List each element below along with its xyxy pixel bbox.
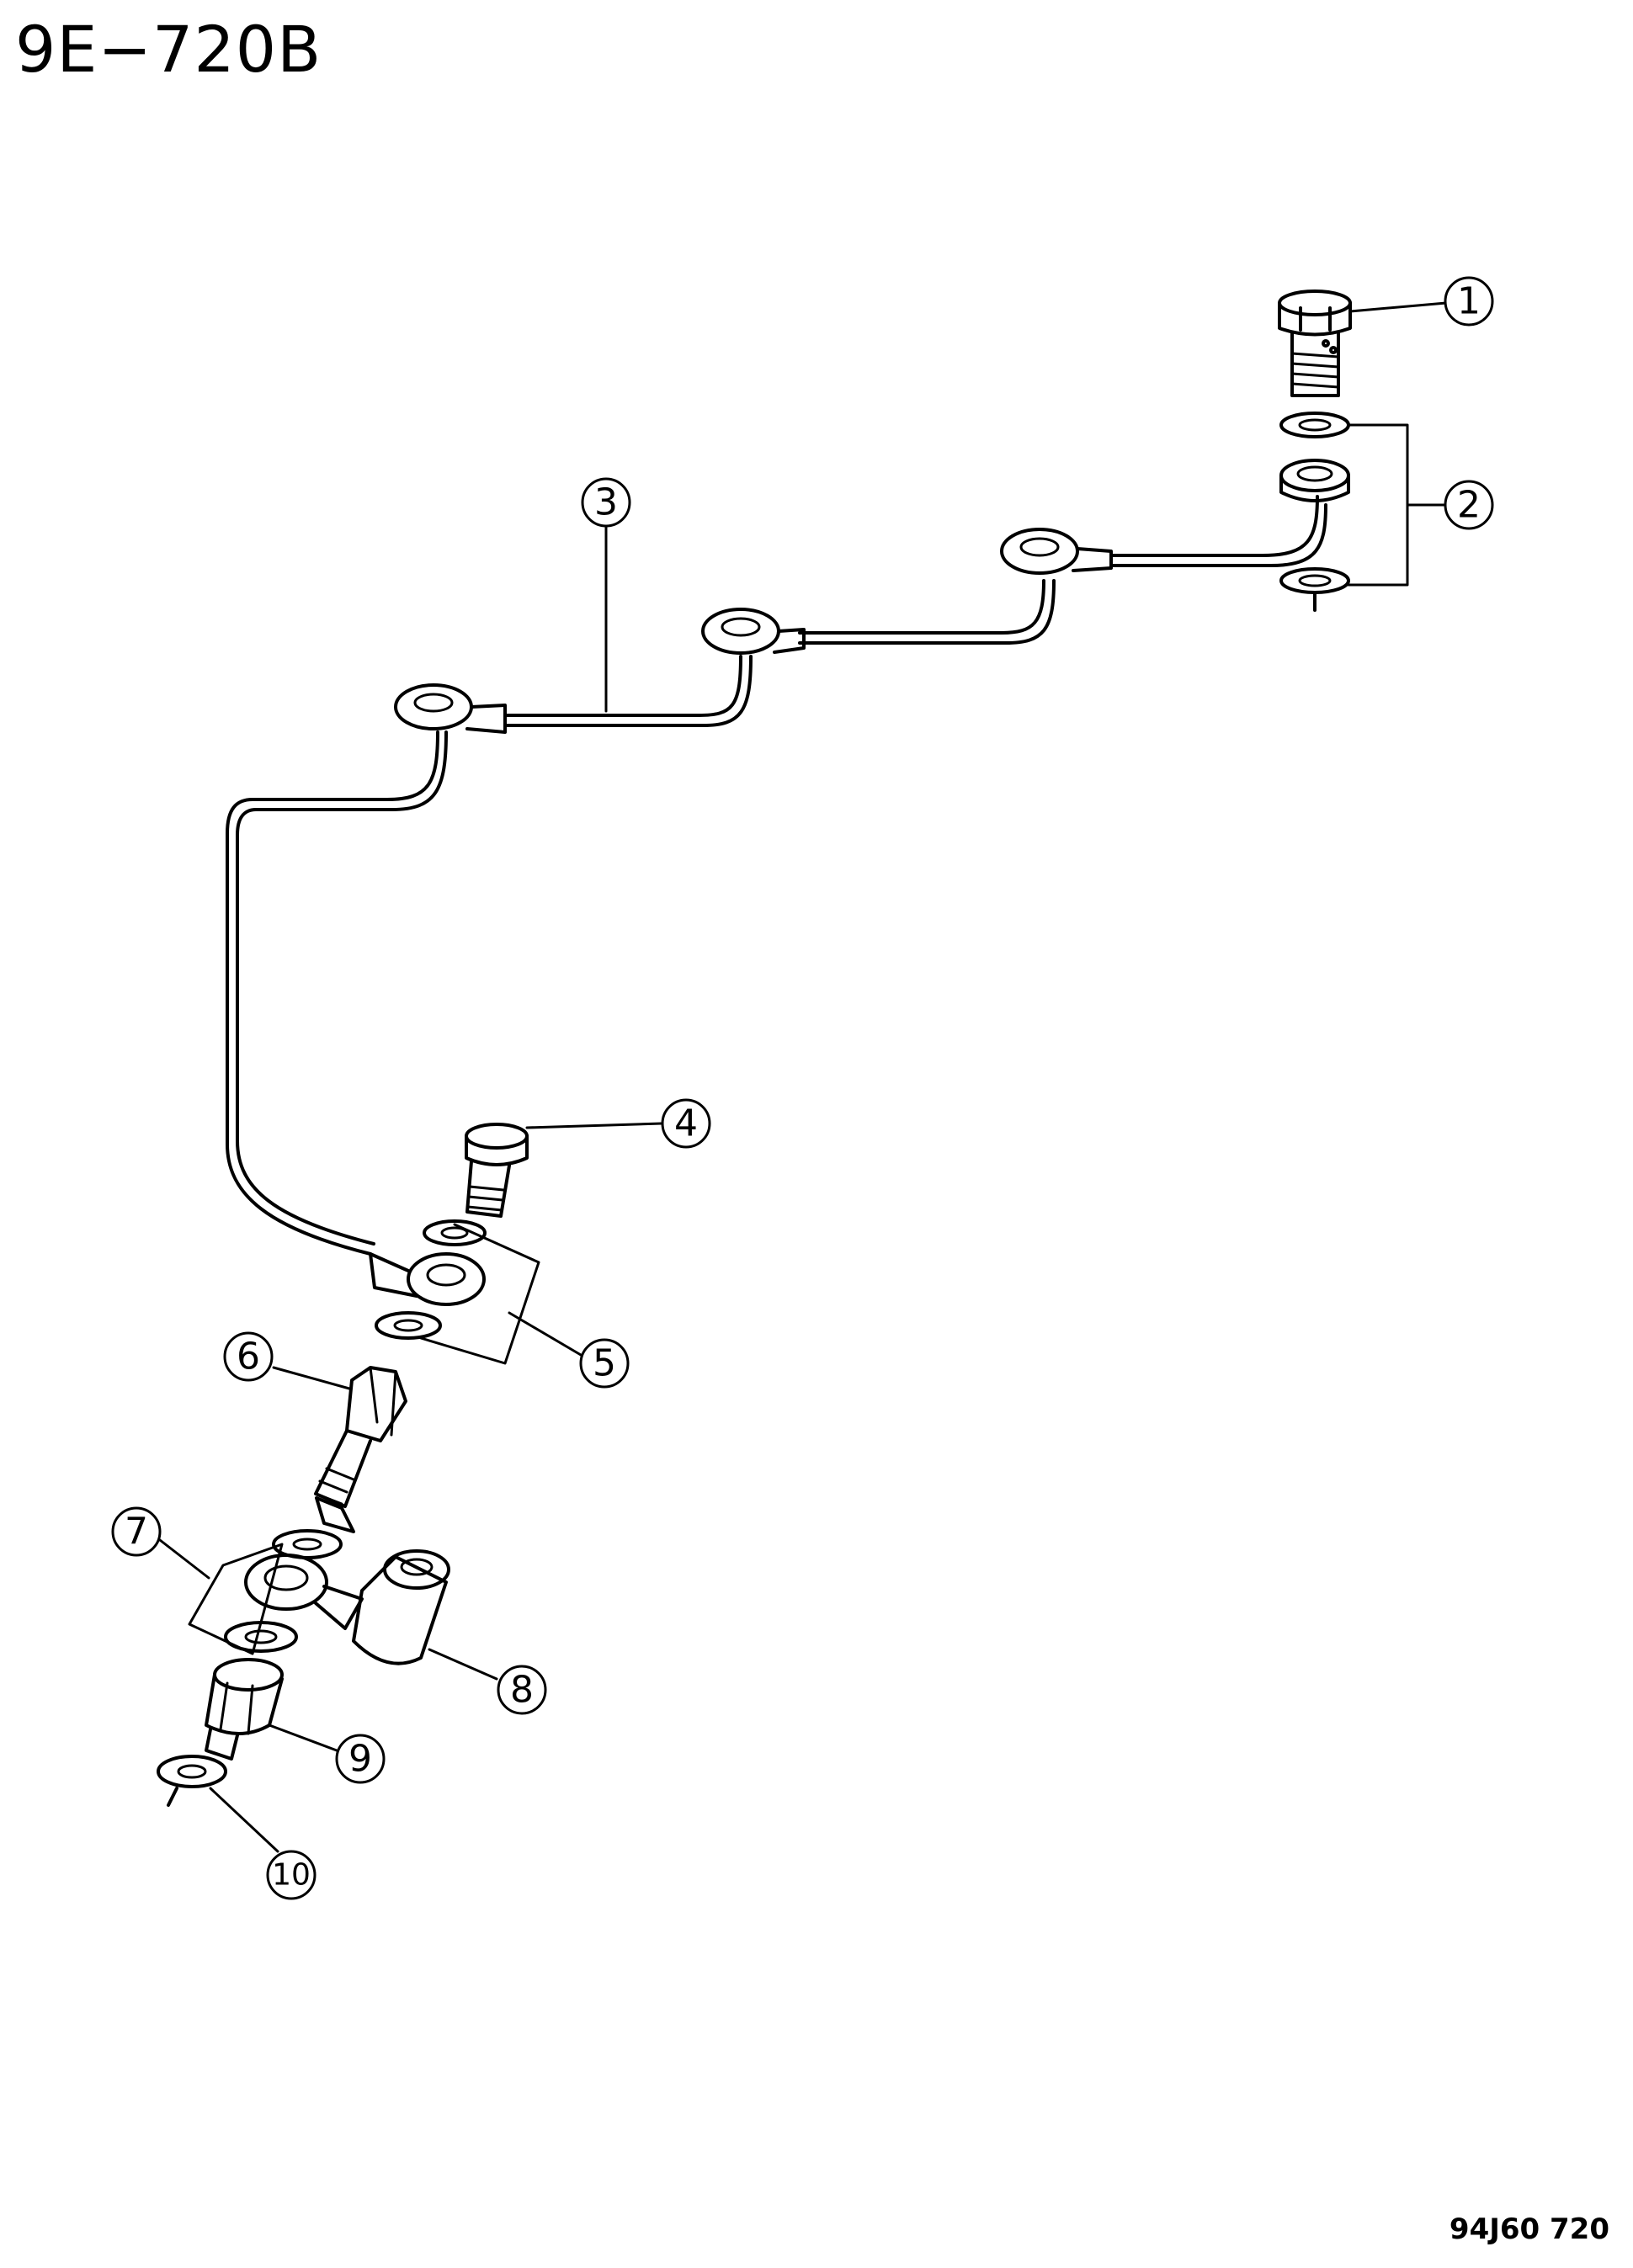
- callout-8-number: 8: [510, 1669, 534, 1712]
- leader-lines: [158, 301, 1448, 1853]
- banjo-fitting-upper-1: [394, 683, 507, 734]
- callout-9-circle: [335, 1734, 386, 1784]
- banjo-fitting-upper-3: [1000, 528, 1113, 575]
- callout-7-number: 7: [125, 1511, 148, 1554]
- drawing-code: 94J60 720: [1449, 2212, 1609, 2246]
- callout-9-number: 9: [348, 1738, 372, 1781]
- callout-4-circle: [661, 1098, 711, 1149]
- adapter-fitting: [314, 1366, 407, 1533]
- callout-1-circle: [1444, 276, 1494, 327]
- callout-4-number: 4: [674, 1102, 698, 1145]
- banjo-fitting-top: [1279, 459, 1350, 502]
- callout-5-number: 5: [593, 1342, 616, 1385]
- banjo-bolt-middle: [465, 1123, 529, 1218]
- callout-7-circle: [111, 1506, 162, 1557]
- banjo-washer-top: [1279, 412, 1350, 438]
- banjo-fitting-upper-2: [701, 608, 806, 655]
- banjo-washer-bottom: [1279, 567, 1350, 612]
- callout-2-number: 2: [1457, 484, 1481, 527]
- callouts: [111, 276, 1494, 1900]
- callout-6-circle: [223, 1331, 274, 1382]
- washer: [157, 1755, 227, 1807]
- banjo-washer-middle-bottom: [375, 1311, 442, 1340]
- callout-8-circle: [497, 1665, 547, 1715]
- callout-10-number: 10: [272, 1858, 311, 1893]
- diagram-title: 9E−720B: [15, 12, 322, 87]
- callout-3-circle: [581, 477, 631, 528]
- callout-1-number: 1: [1457, 280, 1481, 323]
- fuel-return-line: [226, 495, 1327, 1256]
- banjo-bolt-top: [1278, 289, 1352, 397]
- callout-2-circle: [1444, 480, 1494, 530]
- elbow-fitting: [244, 1549, 450, 1665]
- nut: [205, 1658, 284, 1761]
- callout-6-number: 6: [237, 1336, 260, 1378]
- callout-3-number: 3: [594, 481, 618, 524]
- callout-5-circle: [579, 1338, 630, 1389]
- banjo-washer-middle-top: [423, 1219, 487, 1246]
- banjo-fitting-middle: [369, 1252, 486, 1306]
- callout-10-circle: [266, 1850, 316, 1900]
